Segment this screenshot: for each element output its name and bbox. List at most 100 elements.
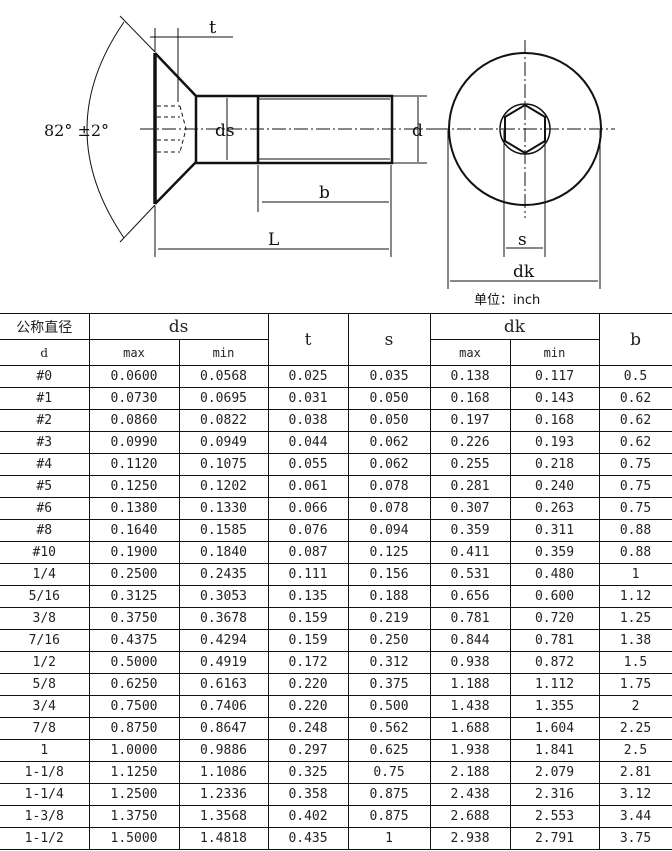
- cell-nominal-d: #1: [0, 387, 90, 410]
- cell-dk-min: 0.311: [509, 519, 600, 542]
- cell-nominal-d: 5/16: [0, 585, 90, 608]
- cell-nominal-d: 1/4: [0, 563, 90, 586]
- cell-ds-min: 0.2435: [178, 563, 269, 586]
- cell-dk-min: 2.791: [509, 827, 600, 850]
- cell-dk-min: 0.720: [509, 607, 600, 630]
- cell-t: 0.220: [267, 695, 349, 718]
- cell-t: 0.025: [267, 365, 349, 388]
- cell-ds-min: 0.6163: [178, 673, 269, 696]
- cell-nominal-d: #10: [0, 541, 90, 564]
- cell-ds-max: 0.0730: [88, 387, 180, 410]
- cell-t: 0.076: [267, 519, 349, 542]
- header-d: d: [0, 339, 90, 366]
- header-ds-max: max: [88, 339, 180, 366]
- cell-s: 0.312: [347, 651, 431, 674]
- cell-b: 3.12: [598, 783, 672, 806]
- cell-b: 1.75: [598, 673, 672, 696]
- cell-dk-min: 0.240: [509, 475, 600, 498]
- unit-label: 单位：inch: [474, 293, 541, 308]
- cell-dk-min: 1.604: [509, 717, 600, 740]
- t-label: t: [209, 17, 217, 38]
- cell-ds-min: 0.8647: [178, 717, 269, 740]
- cell-dk-max: 0.281: [429, 475, 511, 498]
- cell-ds-min: 0.0568: [178, 365, 269, 388]
- cell-ds-max: 0.6250: [88, 673, 180, 696]
- cell-dk-max: 0.255: [429, 453, 511, 476]
- header-dk: dk: [429, 313, 600, 340]
- cell-ds-max: 0.1380: [88, 497, 180, 520]
- cell-s: 0.625: [347, 739, 431, 762]
- cell-dk-min: 0.600: [509, 585, 600, 608]
- header-nominal-diameter: 公称直径: [0, 313, 90, 340]
- s-label: s: [518, 230, 527, 250]
- cell-ds-min: 0.0949: [178, 431, 269, 454]
- cell-ds-max: 0.0990: [88, 431, 180, 454]
- cell-t: 0.220: [267, 673, 349, 696]
- header-b: b: [598, 313, 672, 366]
- cell-ds-max: 0.1900: [88, 541, 180, 564]
- cell-s: 0.250: [347, 629, 431, 652]
- cell-ds-min: 1.1086: [178, 761, 269, 784]
- cell-s: 1: [347, 827, 431, 850]
- cell-dk-min: 0.359: [509, 541, 600, 564]
- cell-ds-min: 0.9886: [178, 739, 269, 762]
- cell-ds-min: 0.7406: [178, 695, 269, 718]
- cell-b: 1.25: [598, 607, 672, 630]
- header-s: s: [347, 313, 431, 366]
- cell-b: 0.62: [598, 431, 672, 454]
- cell-dk-min: 0.143: [509, 387, 600, 410]
- cell-s: 0.875: [347, 783, 431, 806]
- cell-dk-max: 0.844: [429, 629, 511, 652]
- cell-b: 0.88: [598, 541, 672, 564]
- cell-ds-min: 0.4294: [178, 629, 269, 652]
- cell-dk-max: 1.188: [429, 673, 511, 696]
- cell-b: 1.12: [598, 585, 672, 608]
- cell-t: 0.435: [267, 827, 349, 850]
- cell-s: 0.125: [347, 541, 431, 564]
- cell-b: 0.75: [598, 497, 672, 520]
- cell-dk-max: 1.938: [429, 739, 511, 762]
- cell-dk-min: 0.263: [509, 497, 600, 520]
- cell-s: 0.035: [347, 365, 431, 388]
- cell-nominal-d: #6: [0, 497, 90, 520]
- cell-nominal-d: 1: [0, 739, 90, 762]
- cell-dk-max: 0.138: [429, 365, 511, 388]
- cell-t: 0.087: [267, 541, 349, 564]
- cell-s: 0.562: [347, 717, 431, 740]
- cell-s: 0.75: [347, 761, 431, 784]
- cell-nominal-d: 1-1/2: [0, 827, 90, 850]
- cell-s: 0.062: [347, 453, 431, 476]
- cell-dk-max: 2.188: [429, 761, 511, 784]
- angle-label: 82° ±2°: [44, 121, 109, 140]
- cell-b: 0.75: [598, 475, 672, 498]
- cell-ds-min: 0.1202: [178, 475, 269, 498]
- cell-ds-max: 0.1120: [88, 453, 180, 476]
- cell-dk-min: 0.218: [509, 453, 600, 476]
- cell-s: 0.500: [347, 695, 431, 718]
- cell-dk-max: 0.226: [429, 431, 511, 454]
- cell-ds-max: 0.3750: [88, 607, 180, 630]
- cell-ds-max: 0.4375: [88, 629, 180, 652]
- cell-ds-min: 0.0822: [178, 409, 269, 432]
- cell-nominal-d: 3/4: [0, 695, 90, 718]
- cell-dk-max: 0.359: [429, 519, 511, 542]
- cell-b: 2: [598, 695, 672, 718]
- cell-nominal-d: #8: [0, 519, 90, 542]
- cell-dk-max: 0.531: [429, 563, 511, 586]
- cell-s: 0.875: [347, 805, 431, 828]
- cell-t: 0.044: [267, 431, 349, 454]
- cell-ds-max: 0.0860: [88, 409, 180, 432]
- cell-ds-min: 1.2336: [178, 783, 269, 806]
